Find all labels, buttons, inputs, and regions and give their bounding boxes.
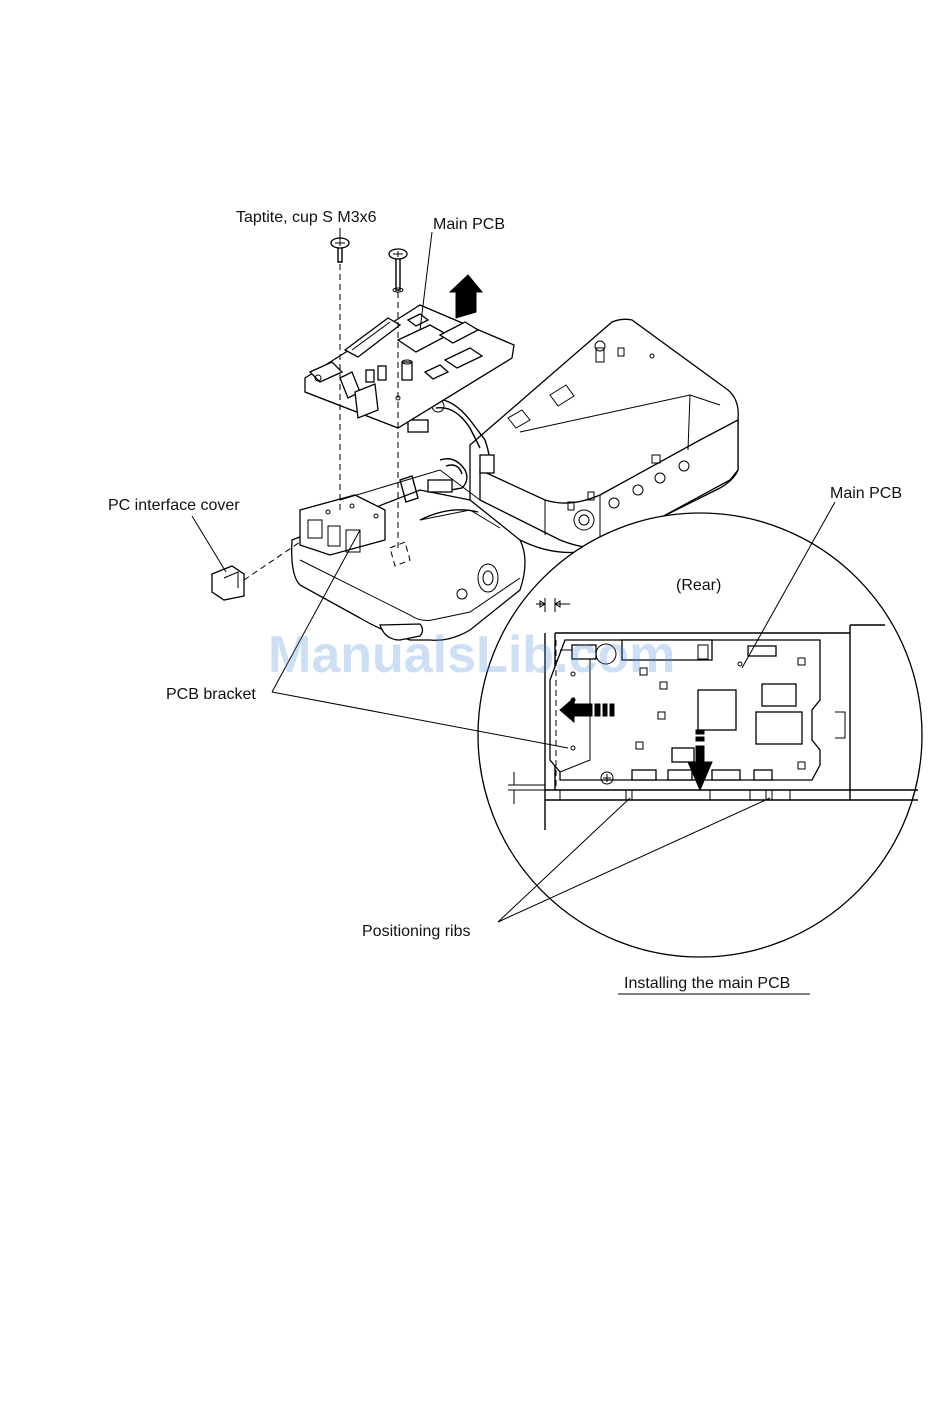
label-pc-interface-cover: PC interface cover [108,497,240,514]
main-pcb-board [305,305,514,428]
label-screw: Taptite, cup S M3x6 [236,209,377,226]
label-main-pcb-detail: Main PCB [830,485,902,502]
screw-right [389,249,407,292]
lift-arrow-icon [450,275,482,318]
screw-left [331,238,349,262]
caption-installing-main-pcb: Installing the main PCB [624,975,790,992]
label-rear: (Rear) [676,577,721,594]
watermark-text: ManualsLib.com [268,626,675,684]
label-main-pcb-top: Main PCB [433,216,505,233]
label-positioning-ribs: Positioning ribs [362,923,471,940]
label-pcb-bracket: PCB bracket [166,686,256,703]
